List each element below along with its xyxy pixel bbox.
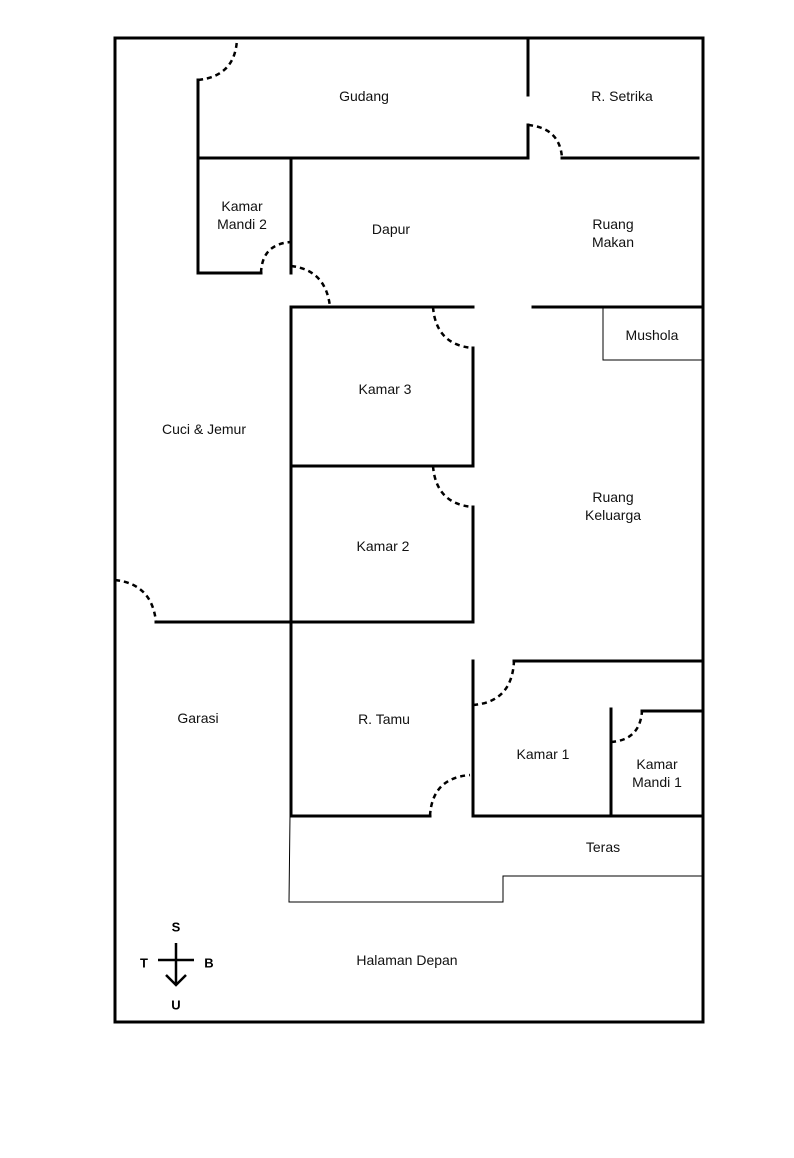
compass-south: S xyxy=(171,919,181,935)
thin-lines xyxy=(288,306,704,903)
label-line: Kamar xyxy=(636,756,678,772)
label-line: Ruang xyxy=(592,489,634,505)
label-line: Makan xyxy=(591,234,635,250)
door-arcs xyxy=(114,37,644,817)
room-tamu: R. Tamu xyxy=(358,711,410,727)
label-line: Mandi 1 xyxy=(632,774,682,790)
compass-east: T xyxy=(140,955,148,971)
room-dapur: Dapur xyxy=(371,221,411,237)
room-kamar-1: Kamar 1 xyxy=(516,746,570,762)
door-kamar-2 xyxy=(431,465,474,509)
compass-north: U xyxy=(171,997,181,1013)
door-tamu xyxy=(428,773,471,817)
room-kamar-2: Kamar 2 xyxy=(356,538,410,554)
room-mushola: Mushola xyxy=(625,327,679,343)
door-dapur xyxy=(290,264,332,308)
walls xyxy=(154,36,705,818)
door-kamar-mandi-2 xyxy=(259,240,292,274)
door-kamar-1 xyxy=(472,660,516,707)
label-line: Kamar xyxy=(221,198,263,214)
room-gudang: Gudang xyxy=(339,88,389,104)
room-kamar-3: Kamar 3 xyxy=(358,381,412,397)
room-garasi: Garasi xyxy=(177,710,219,726)
room-halaman-depan: Halaman Depan xyxy=(356,952,458,968)
door-garasi xyxy=(114,578,158,623)
compass-west: B xyxy=(204,955,214,971)
door-kamar-3 xyxy=(431,306,474,350)
door-kamar-mandi-1 xyxy=(610,710,644,744)
label-line: Keluarga xyxy=(584,507,642,523)
room-cuci-jemur: Cuci & Jemur xyxy=(161,421,247,437)
room-setrika: R. Setrika xyxy=(591,88,653,104)
door-gudang xyxy=(197,37,239,82)
outer-wall xyxy=(113,36,705,1024)
door-setrika xyxy=(527,123,564,159)
compass-arrow-icon xyxy=(158,943,194,987)
room-teras: Teras xyxy=(585,839,621,855)
label-line: Mandi 2 xyxy=(217,216,267,232)
label-line: Ruang xyxy=(592,216,634,232)
